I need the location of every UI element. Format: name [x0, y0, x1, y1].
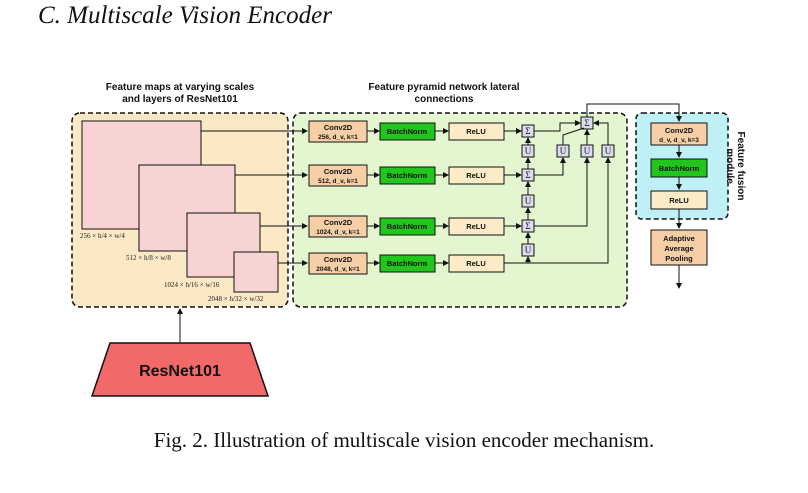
- sum-node-final-symbol: Σ: [584, 118, 589, 128]
- feature-map-3-dim: 1024 × h/16 × w/16: [164, 281, 220, 289]
- conv-4-line2: 2048, d_v, k=1: [316, 266, 360, 273]
- route-up4-final: [562, 127, 585, 145]
- upsample-node-2-symbol: U: [525, 196, 532, 206]
- relu-1-label: ReLU: [466, 127, 486, 136]
- fusion-title-2: module: [724, 148, 735, 184]
- upsample-node-5-symbol: U: [584, 146, 591, 156]
- upsample-node-3-symbol: U: [525, 245, 532, 255]
- conv-4-line1: Conv2D: [324, 255, 353, 264]
- conv-2-line1: Conv2D: [324, 167, 353, 176]
- batchnorm-1-label: BatchNorm: [387, 127, 428, 136]
- upsample-node-4-symbol: U: [560, 146, 567, 156]
- route-sum2-up: [534, 157, 566, 176]
- resnet-backbone: [90, 342, 270, 397]
- conv-2-line2: 512, d_v, k=1: [318, 178, 358, 185]
- feature-map-1-dim: 256 × h/4 × w/4: [80, 232, 125, 240]
- pooling-line2: Average: [664, 244, 693, 253]
- fusion-title-1: Feature fusion: [735, 132, 746, 201]
- batchnorm-4-label: BatchNorm: [387, 259, 428, 268]
- relu-4-label: ReLU: [466, 259, 486, 268]
- relu-2-label: ReLU: [466, 171, 486, 180]
- fpn-title-2: connections: [415, 94, 474, 105]
- sum-node-2-symbol: Σ: [525, 170, 530, 180]
- conv-3-line1: Conv2D: [324, 218, 353, 227]
- conv-1-line2: 256, d_v, k=1: [318, 134, 358, 141]
- feature-map-2-dim: 512 × h/8 × w/8: [126, 254, 171, 262]
- feature-map-4-dim: 2048 × h/32 × w/32: [208, 295, 264, 303]
- sum-node-3-symbol: Σ: [525, 221, 530, 231]
- route-sum3-up: [534, 157, 590, 227]
- route-sum1-final: [534, 120, 581, 132]
- fusion-batchnorm-label: BatchNorm: [659, 164, 700, 173]
- feature-maps-title-1: Feature maps at varying scales: [106, 82, 255, 93]
- conv-1-line1: Conv2D: [324, 123, 353, 132]
- sum-node-1-symbol: Σ: [525, 126, 530, 136]
- figure-caption: Fig. 2. Illustration of multiscale visio…: [153, 428, 655, 452]
- route-final-fusion: [586, 103, 682, 122]
- feature-map-3: [186, 212, 261, 278]
- pooling-line1: Adaptive: [663, 234, 695, 243]
- pooling-line3: Pooling: [665, 254, 693, 263]
- fusion-conv-line2: d_v, d_v, k=3: [659, 137, 699, 144]
- fusion-conv-line1: Conv2D: [665, 126, 694, 135]
- batchnorm-2-label: BatchNorm: [387, 171, 428, 180]
- upsample-node-6-symbol: U: [605, 146, 612, 156]
- route-row4-up: [528, 157, 611, 264]
- feature-map-4: [233, 251, 279, 293]
- route-up6-final: [593, 120, 609, 145]
- batchnorm-3-label: BatchNorm: [387, 222, 428, 231]
- upsample-node-1-symbol: U: [525, 146, 532, 156]
- feature-maps-title-2: and layers of ResNet101: [122, 94, 238, 105]
- section-heading: C. Multiscale Vision Encoder: [38, 2, 332, 29]
- fusion-relu-label: ReLU: [669, 196, 689, 205]
- fpn-panel: [292, 112, 628, 308]
- adaptive-pooling-block: [650, 229, 708, 266]
- backbone-label: ResNet101: [139, 363, 221, 380]
- conv-3-line2: 1024, d_v, k=1: [316, 229, 360, 236]
- relu-3-label: ReLU: [466, 222, 486, 231]
- fpn-title-1: Feature pyramid network lateral: [368, 82, 519, 93]
